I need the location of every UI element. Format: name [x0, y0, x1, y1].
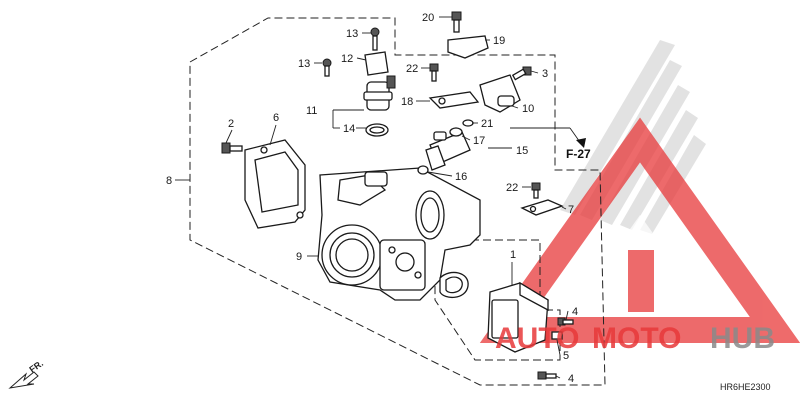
part-18-bracket — [428, 91, 480, 109]
callout-9: 9 — [296, 251, 302, 263]
front-direction-indicator: FR. — [8, 358, 45, 389]
callout-12: 12 — [341, 53, 353, 65]
part-16-seal — [417, 165, 429, 175]
callout-19: 19 — [493, 35, 505, 47]
callout-21: 21 — [481, 118, 493, 130]
watermark-text-hub: HUB — [710, 322, 775, 355]
watermark-text-auto: AUTO — [495, 322, 579, 355]
watermark-logo — [479, 117, 800, 343]
callout-4-b: 4 — [568, 373, 574, 385]
part-22-bolt-b — [531, 182, 541, 199]
leader-lines — [175, 16, 569, 379]
callout-22-a: 22 — [406, 63, 418, 75]
callout-11: 11 — [306, 105, 317, 117]
part-22-bolt-a — [429, 63, 439, 82]
part-1-seal — [439, 271, 469, 298]
callout-16: 16 — [455, 171, 467, 183]
part-7-bracket — [520, 199, 564, 216]
watermark-text-moto: MOTO — [592, 322, 681, 355]
part-5-collar — [551, 331, 563, 340]
reference-label: F-27 — [566, 147, 591, 161]
callout-7: 7 — [568, 204, 574, 216]
part-13-screw-a — [370, 27, 380, 51]
callout-labels: 1 2 3 4 4 5 6 7 8 9 10 11 12 13 13 14 15… — [166, 12, 578, 385]
callout-2: 2 — [228, 118, 234, 130]
part-20-bolt — [451, 11, 462, 33]
callout-15: 15 — [516, 145, 528, 157]
callout-13-a: 13 — [346, 28, 358, 40]
front-direction-label: FR. — [27, 358, 45, 375]
part-10-joint — [479, 74, 521, 113]
part-11-sensor — [363, 75, 396, 111]
part-13-screw-b — [322, 58, 332, 77]
callout-6: 6 — [273, 112, 279, 124]
callout-3: 3 — [542, 68, 548, 80]
callout-10: 10 — [522, 103, 534, 115]
part-4-bolt-a — [557, 317, 574, 326]
callout-17: 17 — [473, 135, 485, 147]
callout-4-a: 4 — [572, 306, 578, 318]
callout-5: 5 — [563, 350, 569, 362]
part-1-motor — [487, 281, 549, 353]
part-21-oring — [462, 119, 474, 127]
part-6-bracket — [244, 139, 306, 229]
part-15-injector — [425, 131, 471, 171]
part-17-seal — [449, 127, 463, 137]
callout-18: 18 — [401, 96, 413, 108]
part-12-clip — [364, 51, 389, 76]
part-2-bolt — [221, 142, 243, 154]
callout-14: 14 — [343, 123, 355, 135]
reference-f27: F-27 — [510, 127, 591, 161]
callout-13-b: 13 — [298, 58, 310, 70]
callout-1: 1 — [510, 249, 516, 261]
callout-22-b: 22 — [506, 182, 518, 194]
diagram-code: HR6HE2300 — [720, 382, 771, 392]
assembly-frame — [189, 17, 606, 386]
callout-20: 20 — [422, 12, 434, 24]
part-4-bolt-b — [537, 371, 557, 380]
throttle-body — [317, 167, 481, 301]
watermark-text: AUTO MOTO HUB — [495, 322, 775, 355]
part-14-oring — [365, 123, 389, 137]
callout-8: 8 — [166, 175, 172, 187]
part-19-clamp — [447, 35, 489, 59]
part-3-bolt — [511, 66, 532, 81]
